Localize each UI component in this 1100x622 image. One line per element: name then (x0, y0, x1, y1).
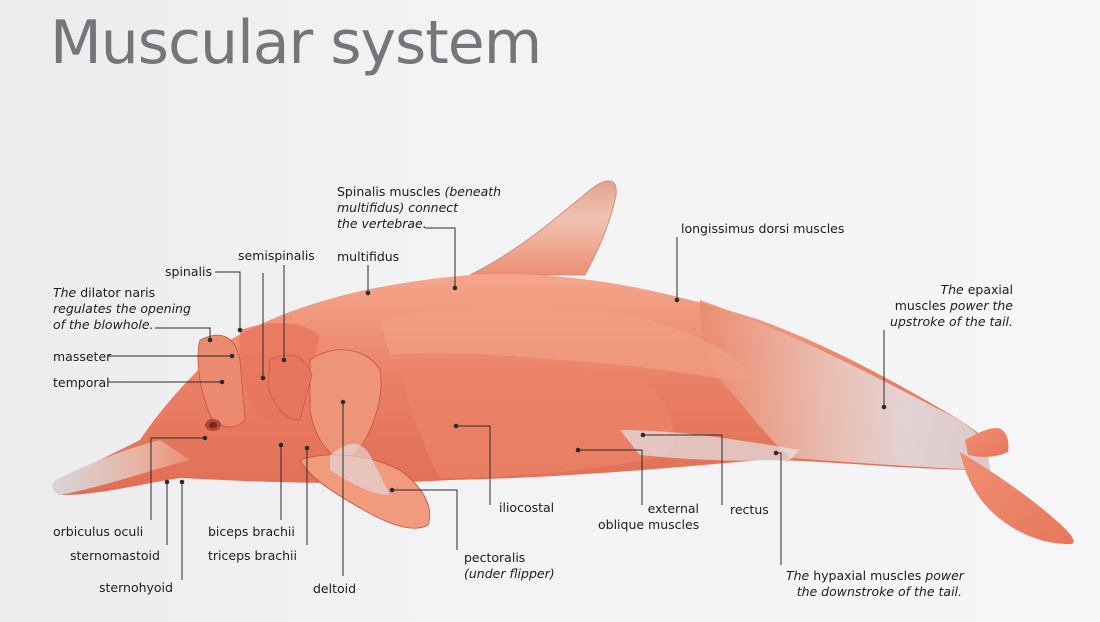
dilator-note-name: dilator naris (80, 285, 156, 300)
label-semispinalis: semispinalis (238, 248, 315, 263)
label-sternomastoid: sternomastoid (70, 548, 160, 563)
spinalis-note-line1a: Spinalis muscles (337, 184, 445, 199)
spinalis-note-line2: multifidus) connect (337, 200, 459, 215)
label-multifidus: multifidus (337, 249, 400, 264)
label-biceps-brachii: biceps brachii (208, 524, 295, 539)
dilator-note-the: The (53, 285, 81, 300)
pectoralis-name: pectoralis (464, 550, 526, 565)
hypaxial-note-the: The (786, 568, 814, 583)
label-rectus: rectus (730, 502, 769, 517)
label-longissimus-dorsi: longissimus dorsi muscles (681, 221, 845, 236)
label-external-oblique: external oblique muscles (598, 501, 699, 533)
label-iliocostal: iliocostal (499, 500, 555, 515)
label-masseter: masseter (53, 349, 112, 364)
epaxial-note-line3: upstroke of the tail. (890, 314, 1013, 329)
dilator-note-line3: of the blowhole. (53, 317, 154, 332)
hypaxial-note-power: power (921, 568, 964, 583)
leader-endpoints (164, 285, 887, 493)
label-temporal: temporal (53, 375, 110, 390)
hypaxial-note-line2: the downstroke of the tail. (796, 584, 962, 599)
label-spinalis: spinalis (165, 264, 212, 279)
label-pectoralis: pectoralis (under flipper) (464, 550, 555, 582)
dilator-naris-note: The dilator naris regulates the opening … (53, 285, 191, 333)
spinalis-muscles-note: Spinalis muscles (beneath multifidus) co… (337, 184, 501, 232)
spinalis-note-line3: the vertebrae. (337, 216, 427, 231)
dilator-note-line2: regulates the opening (53, 301, 191, 316)
hypaxial-muscles-note: The hypaxial muscles power the downstrok… (786, 568, 964, 600)
epaxial-note-muscles: muscles (894, 298, 950, 313)
epaxial-note-power: power the (949, 298, 1013, 313)
epaxial-note-name: epaxial (967, 282, 1013, 297)
page-title: Muscular system (50, 8, 542, 78)
external-oblique-line1: external (647, 501, 699, 516)
label-sternohyoid: sternohyoid (99, 580, 173, 595)
dolphin-body (52, 180, 1074, 545)
pectoralis-sub: (under flipper) (464, 566, 555, 581)
label-triceps-brachii: triceps brachii (208, 548, 297, 563)
epaxial-muscles-note: The epaxial muscles power the upstroke o… (880, 282, 1013, 330)
label-orbiculus-oculi: orbiculus oculi (53, 524, 144, 539)
external-oblique-line2: oblique muscles (598, 517, 700, 532)
epaxial-note-the: The (940, 282, 968, 297)
spinalis-note-line1b: (beneath (444, 184, 502, 199)
hypaxial-note-name: hypaxial muscles (813, 568, 922, 583)
label-deltoid: deltoid (313, 581, 357, 596)
